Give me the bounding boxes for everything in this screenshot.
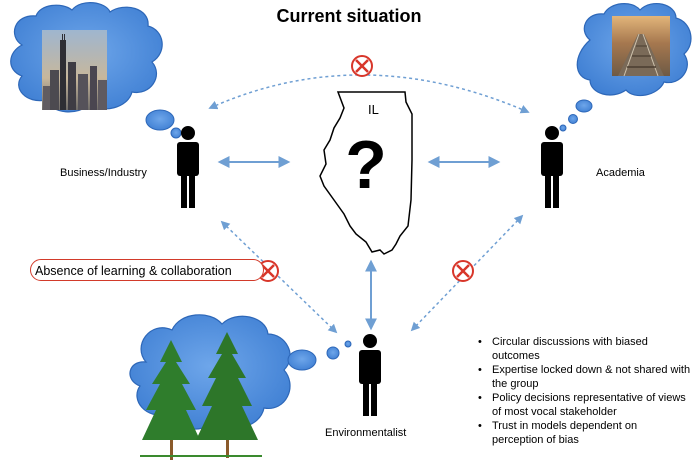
- question-mark-icon: ?: [345, 127, 387, 203]
- absence-callout: Absence of learning & collaboration: [30, 259, 264, 281]
- bullet-item: Trust in models dependent on perception …: [476, 419, 691, 447]
- bullet-list: Circular discussions with biased outcome…: [476, 335, 691, 447]
- state-label: IL: [368, 102, 379, 117]
- arrow-business-academia: [208, 74, 530, 114]
- label-environmentalist: Environmentalist: [325, 427, 407, 439]
- page-title: Current situation: [276, 6, 422, 26]
- person-icon-business: [177, 126, 199, 208]
- arrow-business-environment: [220, 220, 338, 334]
- pine-trees-image: [140, 332, 262, 460]
- city-skyline-image: [42, 30, 107, 110]
- person-icon-academia: [541, 126, 563, 208]
- label-business: Business/Industry: [60, 167, 147, 179]
- bullet-item: Policy decisions representative of views…: [476, 391, 691, 419]
- railroad-image: [612, 16, 670, 77]
- cross-icon-right: [452, 260, 474, 282]
- person-icon-environmentalist: [359, 334, 381, 416]
- bullet-item: Expertise locked down & not shared with …: [476, 363, 691, 391]
- bullet-item: Circular discussions with biased outcome…: [476, 335, 691, 363]
- illinois-map-icon: [319, 91, 413, 255]
- cross-icon-top: [351, 55, 373, 77]
- label-academia: Academia: [596, 167, 645, 179]
